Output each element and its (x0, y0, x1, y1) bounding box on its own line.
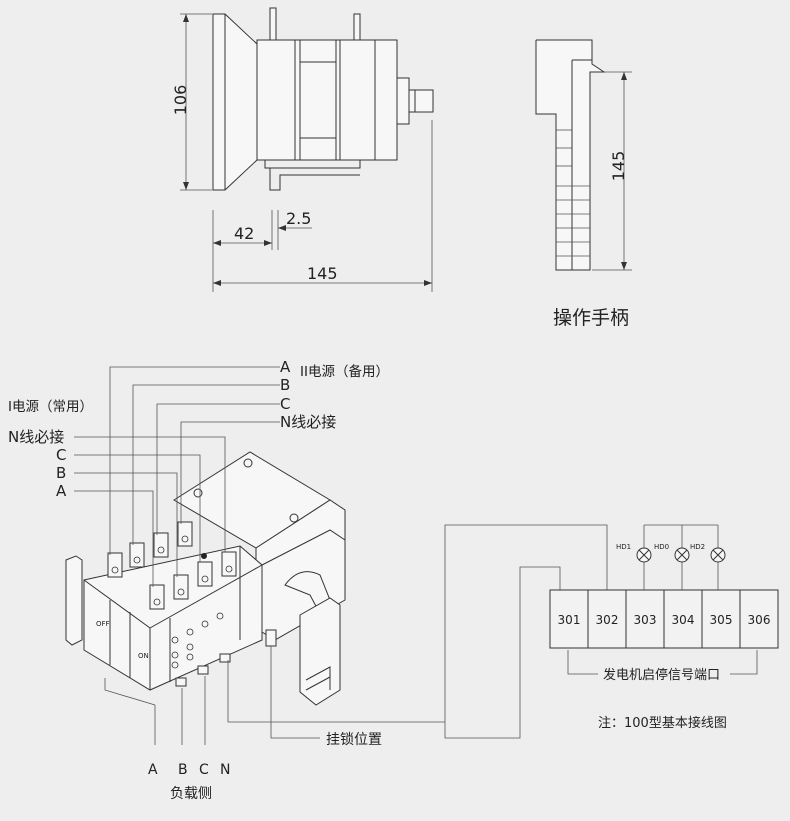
indicator-label-hd0: HD0 (654, 543, 669, 551)
operating-handle-drawing: 145 操作手柄 (535, 39, 632, 329)
terminal-301: 301 (558, 613, 581, 627)
handle-dimension-145-label: 145 (609, 151, 628, 182)
indicator-lamp-hd0: HD0 (654, 543, 690, 563)
terminal-302: 302 (596, 613, 619, 627)
normal-phase-b-label: B (56, 464, 66, 482)
switch-off-label: OFF (96, 620, 110, 628)
backup-phase-c-label: C (280, 395, 290, 413)
normal-phase-a-label: A (56, 482, 67, 500)
indicator-label-hd2: HD2 (690, 543, 705, 551)
load-phase-c-label: C (199, 762, 209, 778)
lock-position-label: 挂锁位置 (326, 732, 382, 748)
load-neutral-label: N (220, 762, 230, 778)
dimension-42-label: 42 (234, 224, 254, 243)
indicator-label-hd1: HD1 (616, 543, 631, 551)
dimension-145-label: 145 (307, 264, 338, 283)
wiring-note: 注：100型基本接线图 (598, 715, 727, 731)
dimension-106-label: 106 (171, 85, 190, 116)
switch-isometric-view: OFF ON (65, 451, 346, 706)
switch-on-label: ON (138, 652, 149, 660)
terminal-306: 306 (748, 613, 771, 627)
terminal-block-caption: 发电机启停信号端口 (603, 667, 720, 683)
indicator-lamps (643, 524, 719, 590)
terminal-303: 303 (634, 613, 657, 627)
handle-caption: 操作手柄 (553, 307, 629, 329)
load-phase-a-label: A (148, 762, 158, 778)
terminal-305: 305 (710, 613, 733, 627)
indicator-lamp-hd2: HD2 (690, 543, 726, 563)
normal-phase-c-label: C (56, 446, 66, 464)
normal-source-title: I电源（常用） (8, 399, 93, 415)
backup-source-title: II电源（备用） (300, 363, 389, 380)
load-phase-b-label: B (178, 762, 188, 778)
terminal-304: 304 (672, 613, 695, 627)
backup-phase-b-label: B (280, 376, 290, 394)
indicator-lamp-hd1: HD1 (616, 543, 652, 563)
load-side-caption: 负载侧 (170, 786, 212, 802)
switch-side-view: 106 42 2.5 145 (171, 7, 434, 292)
dimension-2-5-label: 2.5 (286, 209, 311, 228)
backup-neutral-label: N线必接 (280, 413, 336, 431)
backup-phase-a-label: A (280, 358, 291, 376)
source-wiring (74, 366, 608, 745)
normal-neutral-label: N线必接 (8, 428, 64, 446)
